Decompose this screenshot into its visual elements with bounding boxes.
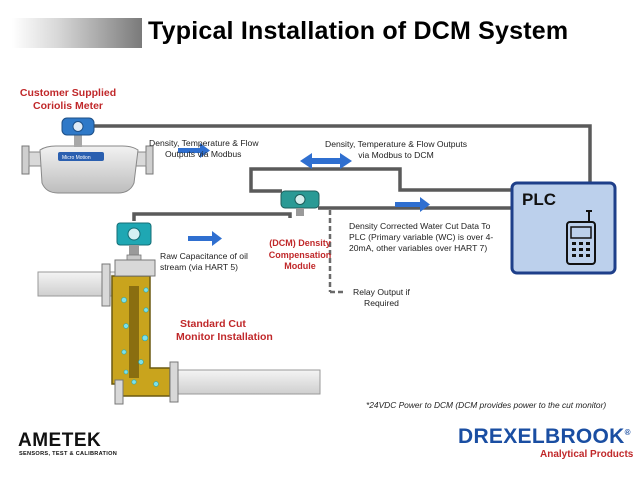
customer-meter-label: Customer Supplied Coriolis Meter — [18, 87, 118, 113]
arrow-modbus-outputs — [178, 143, 210, 158]
sensor-probe — [129, 286, 139, 378]
cut-monitor-display-icon — [127, 227, 141, 241]
relay-output-line1: Relay Output if — [353, 287, 410, 297]
raw-capacitance-line2: stream (via HART 5) — [160, 262, 238, 272]
phone-keypad — [572, 242, 590, 257]
corrected-data-line3: 20mA, other variables over HART 7) — [349, 243, 488, 253]
relay-output-line2: Required — [364, 298, 399, 308]
wire-meter-to-plc — [92, 124, 592, 183]
raw-capacitance-label: Raw Capacitance of oil stream (via HART … — [160, 251, 248, 273]
modbus-outputs-label: Density, Temperature & Flow Outputs via … — [149, 138, 259, 160]
plc-label: PLC — [522, 190, 556, 209]
corrected-data-label: Density Corrected Water Cut Data To PLC … — [349, 221, 493, 254]
ametek-logo: AMETEK — [18, 430, 102, 451]
modbus-outputs-line2: Outputs via Modbus — [165, 149, 242, 159]
wiring — [92, 124, 592, 221]
drexelbrook-logo-text: DREXELBROOK — [458, 425, 625, 448]
arrow-raw-capacitance — [188, 231, 222, 246]
process-piping — [37, 259, 321, 405]
corrected-data-line2: PLC (Primary variable (WC) is over 4- — [349, 232, 494, 242]
customer-meter-label-line2: Coriolis Meter — [32, 100, 103, 112]
drexelbrook-logo: DREXELBROOK® — [458, 425, 631, 449]
dcm-module-line3: Module — [284, 261, 316, 271]
coriolis-meter — [21, 117, 154, 194]
drexelbrook-tagline: Analytical Products — [540, 449, 634, 460]
title-gradient-bar — [12, 18, 142, 48]
pipe-lower-horizontal — [177, 369, 321, 395]
meter-brand-plate — [58, 152, 104, 161]
dcm-module-line2: Compensation — [268, 249, 332, 260]
customer-meter-label-line1: Customer Supplied — [19, 87, 117, 99]
registered-mark: ® — [624, 428, 631, 437]
dcm-display-icon — [294, 194, 306, 205]
standard-cut-label: Standard Cut Monitor Installation — [176, 318, 273, 344]
flow-arrows — [178, 143, 430, 246]
cut-monitor-head — [116, 222, 152, 262]
corrected-data-line1: Density Corrected Water Cut Data To — [349, 221, 491, 231]
meter-brand-text: Micro Motion — [62, 155, 91, 161]
power-footnote: *24VDC Power to DCM (DCM provides power … — [366, 400, 607, 410]
standard-cut-line2: Monitor Installation — [176, 331, 273, 343]
meter-inlet-flange — [21, 145, 30, 175]
page-title: Typical Installation of DCM System — [148, 17, 569, 45]
modbus-outputs-line1: Density, Temperature & Flow — [149, 138, 259, 148]
raw-capacitance-line1: Raw Capacitance of oil — [160, 251, 248, 261]
arrow-corrected-data — [395, 197, 430, 212]
modbus-to-dcm-line2: via Modbus to DCM — [358, 150, 434, 160]
phone-icon — [566, 210, 596, 265]
arrow-modbus-to-dcm — [300, 153, 352, 169]
standard-cut-line1: Standard Cut — [180, 318, 246, 330]
dcm-module-line1: (DCM) Density — [269, 238, 331, 248]
wire-plc-to-dcm-upper — [249, 167, 512, 193]
wire-sensor-to-dcm — [132, 212, 292, 221]
meter-display-icon — [72, 121, 84, 132]
dcm-module-label: (DCM) Density Compensation Module — [257, 238, 343, 273]
plc-unit — [510, 181, 617, 275]
ametek-tagline: SENSORS, TEST & CALIBRATION — [19, 451, 118, 457]
bubbles — [121, 287, 159, 387]
modbus-to-dcm-line1: Density, Temperature & Flow Outputs — [325, 139, 468, 149]
relay-output-label: Relay Output if Required — [353, 287, 410, 309]
meter-neck — [74, 133, 82, 147]
dcm-transmitter — [280, 190, 320, 216]
modbus-to-dcm-label: Density, Temperature & Flow Outputs via … — [325, 139, 467, 161]
cut-monitor-pipe — [111, 275, 171, 397]
